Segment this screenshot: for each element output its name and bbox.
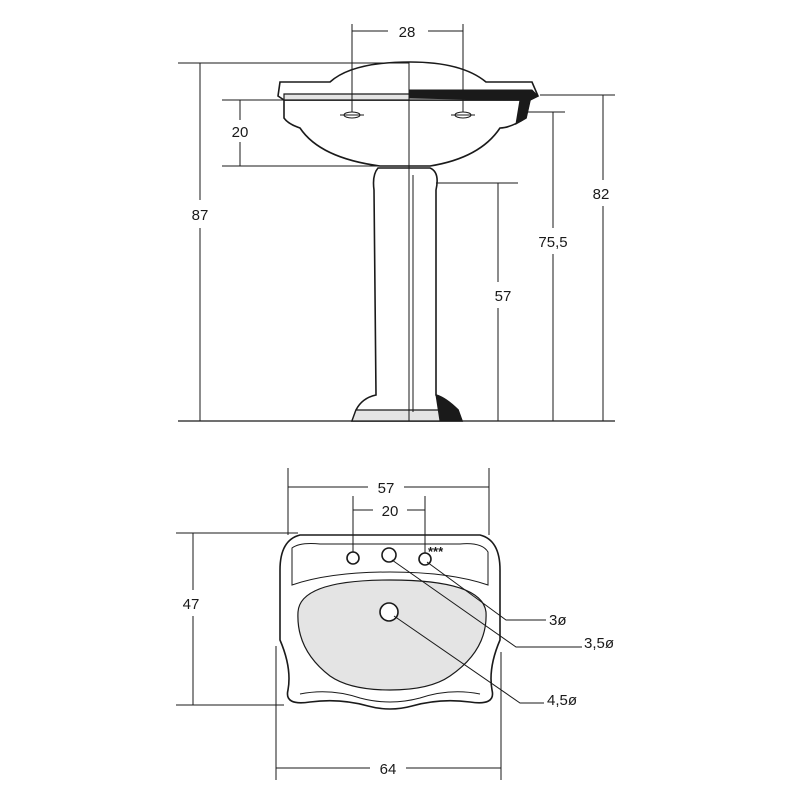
hole-marker: *** xyxy=(428,544,444,559)
label-hole-medium: 3,5ø xyxy=(584,635,614,652)
basin-bowl xyxy=(283,99,531,167)
pedestal xyxy=(350,167,464,422)
dim-bowl-bottom-height: 75,5 xyxy=(538,234,567,251)
dim-bowl-width: 57 xyxy=(378,480,395,497)
pedestal-back-shadow xyxy=(435,394,463,422)
dim-bowl-depth: 20 xyxy=(232,124,249,141)
top-view: *** 57 20 47 64 3ø 3,5ø 4,5ø xyxy=(176,468,614,780)
dim-pedestal-height: 57 xyxy=(495,288,512,305)
label-hole-small: 3ø xyxy=(549,612,567,629)
side-view: 28 20 87 82 75,5 57 xyxy=(178,24,615,422)
leader-hole-small xyxy=(426,561,546,621)
dim-rim-height: 82 xyxy=(593,186,610,203)
dim-hole-spacing: 20 xyxy=(382,503,399,520)
tap-hole-centre-icon xyxy=(381,547,397,563)
dim-tap-spacing: 28 xyxy=(399,24,416,41)
tap-hole-left-icon xyxy=(346,551,360,565)
basin-right-shadow xyxy=(409,89,539,125)
dim-overall-width: 64 xyxy=(380,761,397,778)
label-drain: 4,5ø xyxy=(547,692,577,709)
leader-hole-medium xyxy=(391,559,582,648)
dim-total-height: 87 xyxy=(192,207,209,224)
basin-inner-bowl xyxy=(297,579,487,691)
leader-drain xyxy=(393,615,544,704)
dim-depth: 47 xyxy=(183,596,200,613)
basin-deck xyxy=(291,543,489,586)
drain-hole-icon xyxy=(379,602,399,622)
